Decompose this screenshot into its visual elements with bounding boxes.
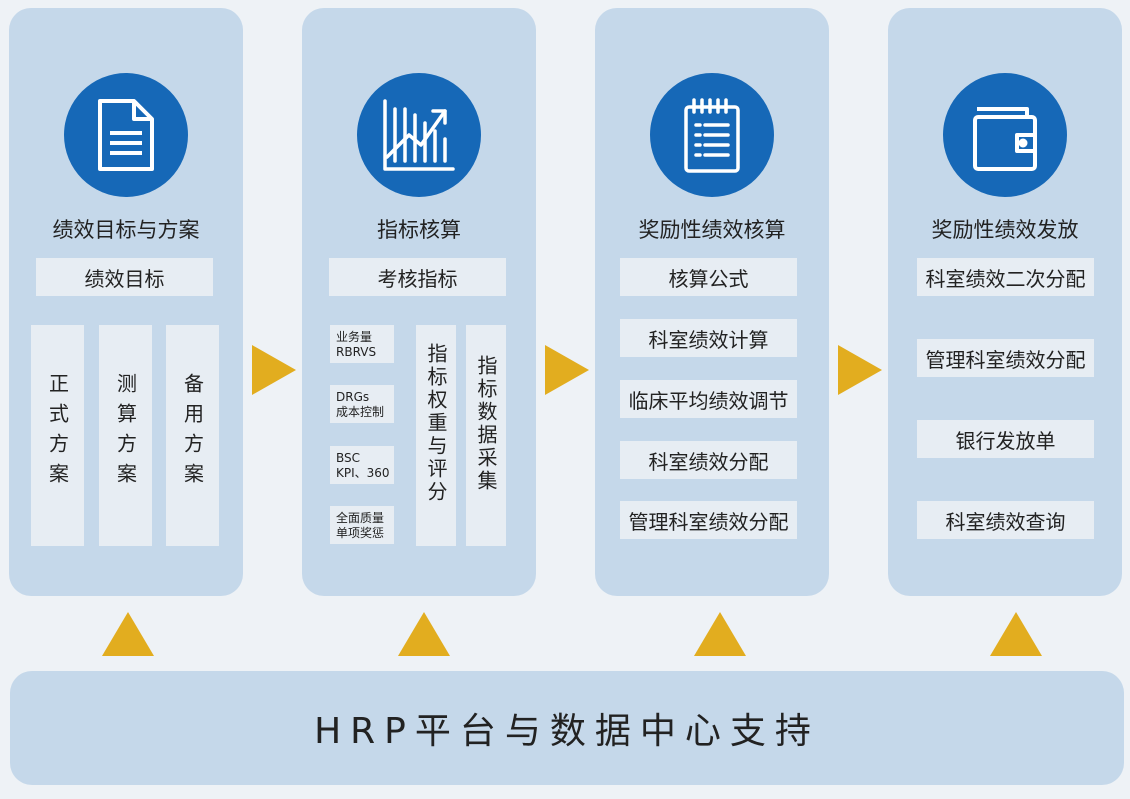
dept-query-box: 科室绩效查询: [917, 501, 1094, 539]
support-arrow-up: [990, 612, 1042, 656]
flow-arrow-right: [545, 345, 589, 395]
panel-title: 奖励性绩效核算: [638, 218, 786, 242]
document-icon-circle: [64, 73, 188, 197]
admin-distribution-box: 管理科室绩效分配: [620, 501, 797, 539]
platform-support-bar: HRP平台与数据中心支持: [10, 671, 1124, 785]
panel-incentive-payout: 奖励性绩效发放 科室绩效二次分配 管理科室绩效分配 银行发放单 科室绩效查询: [888, 8, 1122, 596]
indicator-data-collection: 指标数据采集: [466, 325, 506, 546]
goal-box: 绩效目标: [36, 258, 213, 296]
document-icon: [98, 99, 154, 171]
dept-calc-box: 科室绩效计算: [620, 319, 797, 357]
flow-arrow-right: [252, 345, 296, 395]
flow-arrow-right: [838, 345, 882, 395]
panel-performance-goals: 绩效目标与方案 绩效目标 正式方案 测算方案 备用方案: [9, 8, 243, 596]
indicator-box: 考核指标: [329, 258, 506, 296]
formula-box: 核算公式: [620, 258, 797, 296]
indicator-weight-scoring: 指标权重与评分: [416, 325, 456, 546]
support-arrow-up: [398, 612, 450, 656]
platform-support-label: HRP平台与数据中心支持: [314, 711, 820, 752]
wallet-icon: [973, 107, 1037, 171]
rising-chart-icon: [383, 99, 455, 171]
plan-backup: 备用方案: [166, 325, 219, 546]
panel-title: 绩效目标与方案: [52, 218, 200, 242]
bank-payout-box: 银行发放单: [917, 420, 1094, 458]
plan-formal: 正式方案: [31, 325, 84, 546]
secondary-distribution-box: 科室绩效二次分配: [917, 258, 1094, 296]
wallet-icon-circle: [943, 73, 1067, 197]
clinical-adjust-box: 临床平均绩效调节: [620, 380, 797, 418]
panel-title: 指标核算: [377, 218, 461, 242]
panel-title: 奖励性绩效发放: [931, 218, 1079, 242]
dept-distribution-box: 科室绩效分配: [620, 441, 797, 479]
notepad-icon: [684, 98, 740, 173]
plan-estimate: 测算方案: [99, 325, 152, 546]
notepad-icon-circle: [650, 73, 774, 197]
admin-distribution-box: 管理科室绩效分配: [917, 339, 1094, 377]
chart-icon-circle: [357, 73, 481, 197]
support-arrow-up: [102, 612, 154, 656]
indicator-item: 全面质量单项奖惩: [330, 506, 394, 544]
panel-incentive-accounting: 奖励性绩效核算 核算公式 科室绩效计算 临床平均绩效调节 科室绩效分配 管理科室…: [595, 8, 829, 596]
support-arrow-up: [694, 612, 746, 656]
